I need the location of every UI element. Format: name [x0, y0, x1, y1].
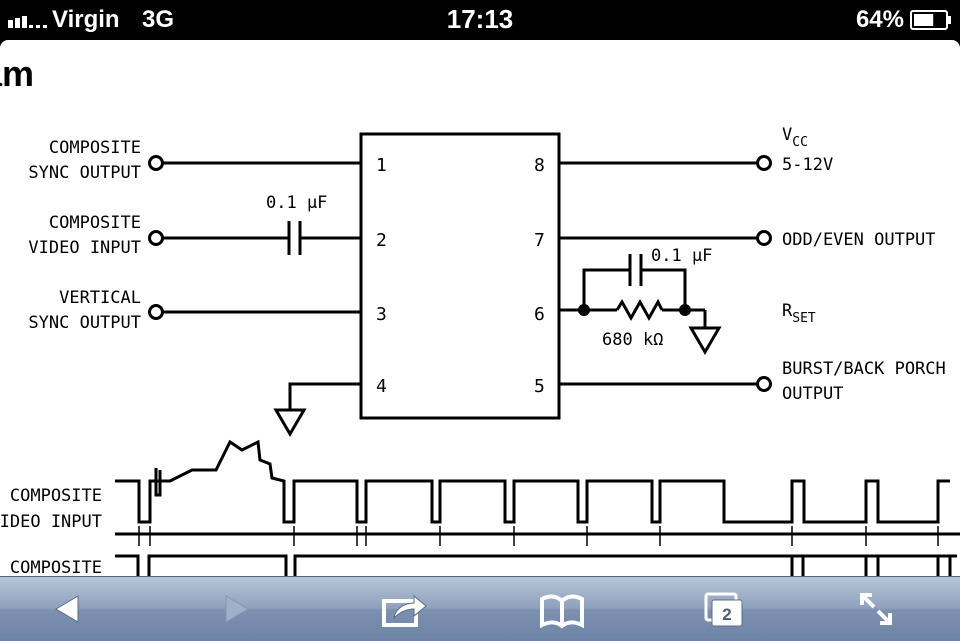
terminal-burst [756, 376, 772, 392]
pin-number-5: 5 [534, 376, 545, 397]
cap-rset-wire-right [641, 268, 687, 310]
back-icon [55, 595, 79, 623]
label-composite-video-1: COMPOSITE [49, 213, 141, 233]
waveform-composite-b [147, 554, 288, 576]
tabs-button[interactable]: 2 [696, 585, 756, 633]
terminal-vcc [756, 155, 772, 171]
ground-symbol-pin6 [688, 326, 722, 355]
terminal-composite-sync [148, 155, 164, 171]
tab-count: 2 [722, 605, 732, 624]
label-burst-1: BURST/BACK PORCH [782, 359, 946, 379]
terminal-odd-even [756, 230, 772, 246]
fullscreen-button[interactable] [846, 585, 906, 633]
share-button[interactable] [374, 585, 434, 633]
label-composite-sync-1: COMPOSITE [49, 138, 141, 158]
waveform-composite-a [115, 554, 140, 576]
label-vertical-sync-2: SYNC OUTPUT [28, 313, 141, 333]
terminal-vertical-sync [148, 304, 164, 320]
label-composite-sync-2: SYNC OUTPUT [28, 163, 141, 183]
label-rset: RSET [782, 301, 816, 326]
circuit-diagram: 1 2 3 4 8 7 6 5 COMPOSITE SYNC OUTPUT CO… [0, 125, 960, 576]
ic-body [359, 132, 561, 420]
label-composite-video-2: VIDEO INPUT [28, 238, 141, 258]
pin4-wire [288, 382, 361, 410]
back-button[interactable] [36, 585, 96, 633]
label-cap-rset: 0.1 µF [651, 246, 712, 266]
junction-dot-right [679, 304, 691, 316]
cap-rset-wire-left [582, 268, 630, 310]
browser-toolbar: 2 [0, 576, 960, 641]
pin-number-1: 1 [376, 155, 387, 176]
status-bar: Virgin 3G 17:13 64% [0, 0, 960, 40]
label-vcc-range: 5-12V [782, 155, 833, 175]
bookmarks-icon [540, 594, 584, 629]
fullscreen-icon [860, 593, 892, 625]
carrier-name: Virgin [52, 6, 120, 33]
pin-number-3: 3 [376, 304, 387, 325]
waveform-burst-noise [154, 468, 162, 497]
pin-number-2: 2 [376, 230, 387, 251]
pin-number-8: 8 [534, 155, 545, 176]
label-vertical-sync-1: VERTICAL [59, 288, 141, 308]
label-burst-2: OUTPUT [782, 384, 843, 404]
web-page-content[interactable]: am [0, 40, 960, 576]
pin-number-4: 4 [376, 376, 387, 397]
battery-percent: 64% [855, 6, 904, 33]
junction-dot-left [578, 304, 590, 316]
bookmarks-button[interactable] [532, 585, 592, 633]
pin-number-6: 6 [534, 304, 545, 325]
clock: 17:13 [446, 4, 514, 34]
page-heading: am [0, 53, 35, 94]
waveform-composite-c [293, 554, 957, 576]
battery-icon [910, 10, 951, 30]
network-type: 3G [142, 6, 175, 33]
forward-icon [225, 595, 249, 623]
share-icon [382, 594, 427, 627]
label-resistor: 680 kΩ [602, 330, 663, 350]
tabs-icon [704, 592, 743, 627]
forward-button[interactable] [208, 585, 268, 633]
resistor-680k [615, 298, 664, 322]
wave-label-video-1: COMPOSITE [10, 486, 102, 506]
label-odd-even: ODD/EVEN OUTPUT [782, 230, 936, 250]
signal-strength-icon [8, 16, 47, 28]
label-cap-input: 0.1 µF [266, 193, 327, 213]
ground-symbol-pin4 [273, 408, 307, 437]
pin-number-7: 7 [534, 230, 545, 251]
wave-label-video-2: VIDEO INPUT [0, 512, 102, 532]
terminal-composite-video [148, 230, 164, 246]
label-vcc: VCC [782, 125, 808, 150]
wave-label-composite: COMPOSITE [10, 558, 102, 576]
waveform-composite-video [115, 439, 950, 524]
